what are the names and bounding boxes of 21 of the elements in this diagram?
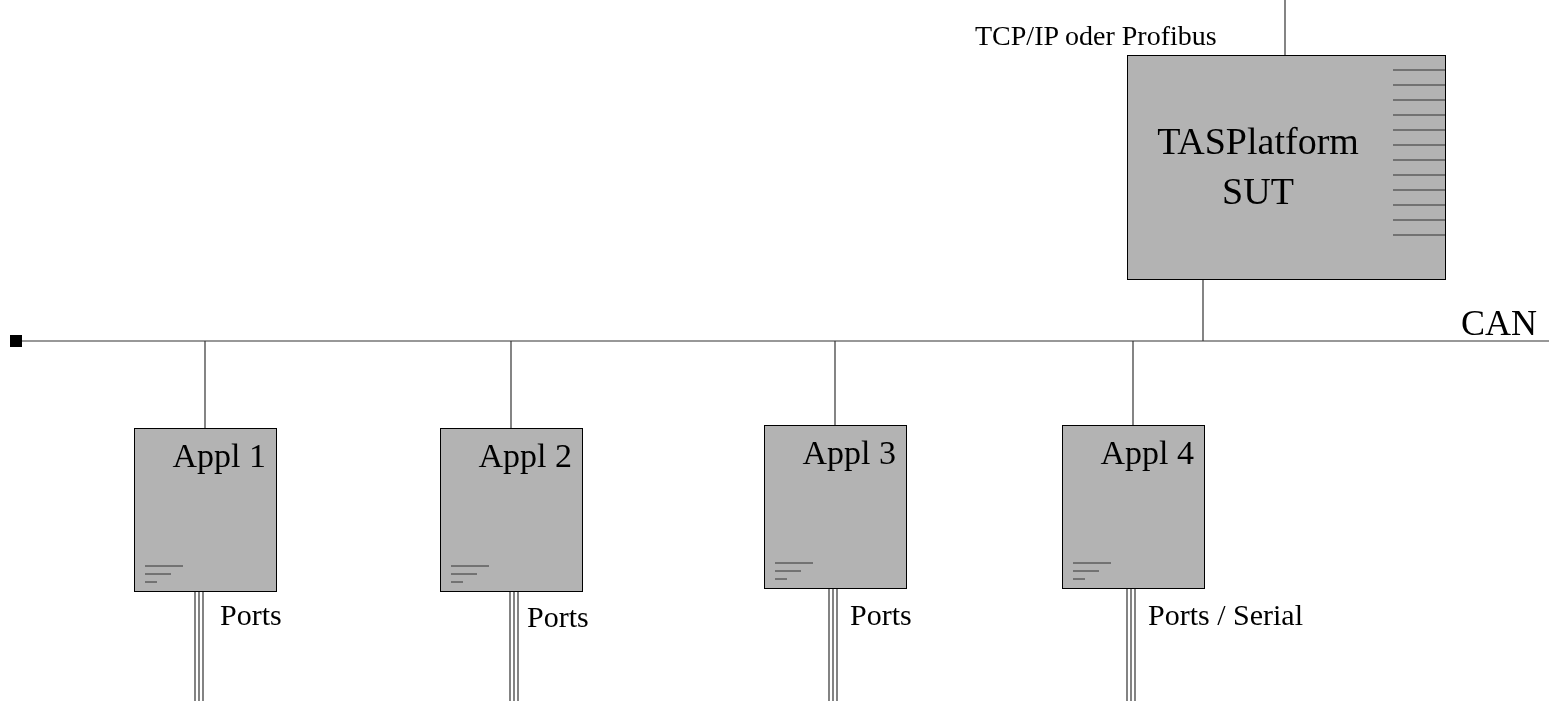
cable-line <box>828 588 838 701</box>
application-box <box>1062 425 1205 589</box>
application-box <box>764 425 907 589</box>
connector-line <box>1132 340 1134 426</box>
node-title: TASPlatform SUT <box>1156 119 1360 214</box>
cable-line <box>509 591 519 701</box>
connector-line <box>510 340 512 429</box>
connector-line <box>1284 0 1286 56</box>
connector-line <box>1202 279 1204 342</box>
bus-label: CAN <box>1461 305 1537 341</box>
application-box <box>440 428 583 592</box>
application-box <box>134 428 277 592</box>
connector-line <box>834 340 836 426</box>
node-title: Appl 3 <box>802 436 896 470</box>
platform-box <box>1127 55 1446 280</box>
node-title: Appl 4 <box>1100 436 1194 470</box>
cable-line <box>1126 588 1136 701</box>
cable-line <box>194 591 204 701</box>
connector-line <box>204 340 206 429</box>
node-title: Appl 2 <box>478 439 572 473</box>
node-title: Appl 1 <box>172 439 266 473</box>
